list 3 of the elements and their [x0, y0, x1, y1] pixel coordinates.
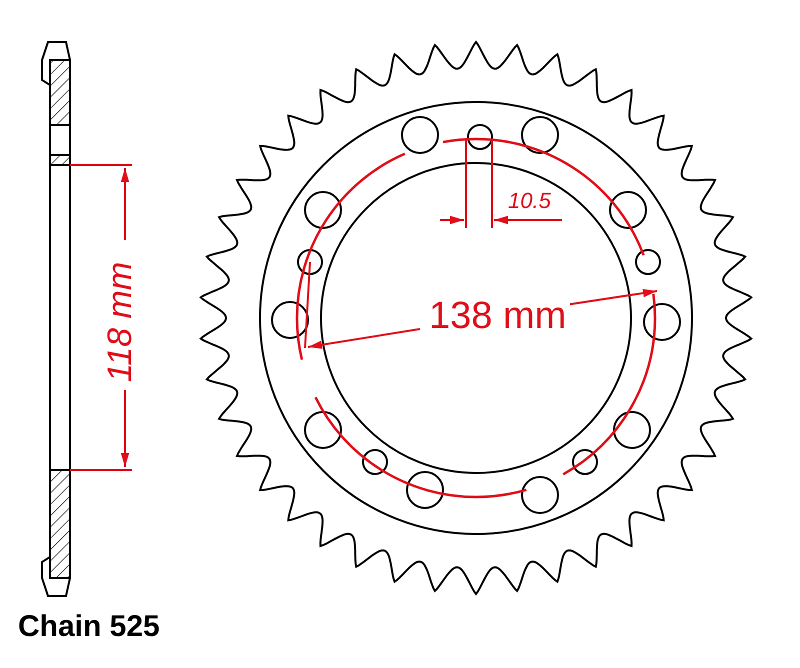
dimension-label: 10.5 [508, 190, 551, 212]
chain-size-label: Chain 525 [18, 612, 160, 642]
dimension-label: 118 mm [103, 262, 138, 382]
